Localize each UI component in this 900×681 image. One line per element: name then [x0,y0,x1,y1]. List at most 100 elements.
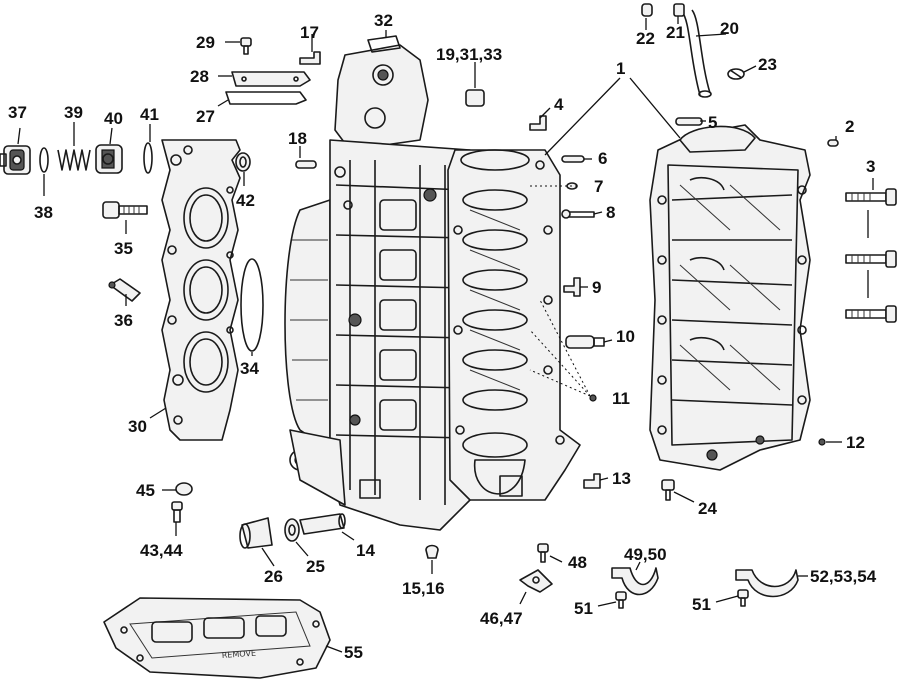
bushing-19-31-33 [465,89,485,107]
callout-21: 21 [666,23,685,42]
pin-5 [675,117,703,126]
sensor-10 [565,335,605,349]
clamp-23 [727,68,745,80]
plug-15-16 [425,544,439,559]
bolt-3-upper [845,188,897,206]
callout-17: 17 [300,23,319,42]
stud-8 [561,209,595,219]
callout-labels: 1 2 3 4 5 6 7 8 9 10 11 12 13 14 15,16 1… [8,11,877,662]
callout-34: 34 [240,359,259,378]
callout-4: 4 [554,95,564,114]
callout-32: 32 [374,11,393,30]
crankcase-cover-right [649,124,811,471]
gasket-41 [143,142,153,174]
bolt-43-44 [171,501,183,523]
dowel-6 [561,155,585,163]
callout-48: 48 [568,553,587,572]
callout-24: 24 [698,499,717,518]
clip-46-47 [519,569,553,593]
screw-29 [240,37,252,55]
callout-52-53-54: 52,53,54 [810,567,877,586]
callout-15-16: 15,16 [402,579,445,598]
seal-42 [235,152,251,172]
callout-10: 10 [616,327,635,346]
callout-19-31-33: 19,31,33 [436,45,502,64]
callout-35: 35 [114,239,133,258]
callout-7: 7 [594,177,603,196]
cylinder-head-30 [161,139,241,441]
callout-49-50: 49,50 [624,545,667,564]
callout-43-44: 43,44 [140,541,183,560]
callout-38: 38 [34,203,53,222]
callout-51-right: 51 [692,595,711,614]
plate-28 [231,71,311,87]
callout-3: 3 [866,157,875,176]
bracket-52-53-54 [735,569,799,598]
callout-1: 1 [616,59,625,78]
crankcase-half [447,149,581,501]
callout-27: 27 [196,107,215,126]
callout-26: 26 [264,567,283,586]
callout-6: 6 [598,149,607,168]
o-ring-34 [240,258,264,352]
thermostat-40 [95,144,123,174]
callout-18: 18 [288,129,307,148]
gasket-27 [225,91,307,105]
callout-8: 8 [606,203,615,222]
bolt-3-middle [845,250,897,268]
fitting-9 [563,277,581,297]
callout-45: 45 [136,481,155,500]
callout-9: 9 [592,278,601,297]
fitting-4 [529,115,547,131]
fitting-21 [673,3,685,17]
spring-39 [57,149,91,171]
washer-45 [175,482,193,496]
bolt-51-right [737,589,749,607]
hose-20 [681,9,712,98]
screw-48 [537,543,549,563]
callout-25: 25 [306,557,325,576]
o-ring-38 [39,147,49,173]
callout-11: 11 [612,389,630,408]
callout-46-47: 46,47 [480,609,523,628]
cylinder-block [284,35,471,531]
callout-20: 20 [720,19,739,38]
bolt-24 [661,479,675,501]
callout-55: 55 [344,643,363,662]
plug-11 [589,394,597,402]
dowel-18 [295,160,317,169]
bracket-49-50 [611,567,659,596]
callout-22: 22 [636,29,655,48]
callout-12: 12 [846,433,865,452]
callout-51-left: 51 [574,599,593,618]
clamp-22 [641,3,653,17]
callout-42: 42 [236,191,255,210]
callout-5: 5 [708,113,717,132]
bolt-3-lower [845,305,897,323]
callout-40: 40 [104,109,123,128]
leader-lines [17,16,874,653]
washer-25 [284,518,300,542]
fitting-13 [583,473,601,489]
callout-29: 29 [196,33,215,52]
fitting-17 [299,51,321,65]
callout-37: 37 [8,103,27,122]
plug-12 [818,438,826,446]
callout-41: 41 [140,105,159,124]
callout-28: 28 [190,67,209,86]
bushing-26 [239,517,273,549]
callout-36: 36 [114,311,133,330]
sleeve-14 [299,513,346,535]
adapter-plate-55: REMOVE [103,597,331,679]
callout-13: 13 [612,469,631,488]
callout-2: 2 [845,117,854,136]
callout-39: 39 [64,103,83,122]
thermostat-cover-37 [0,145,31,175]
sensor-36 [108,278,141,302]
pin-2 [827,139,839,147]
bolt-51-left [615,591,627,609]
callout-30: 30 [128,417,147,436]
bolt-35 [102,201,148,219]
plate-stamp: REMOVE [222,649,257,660]
